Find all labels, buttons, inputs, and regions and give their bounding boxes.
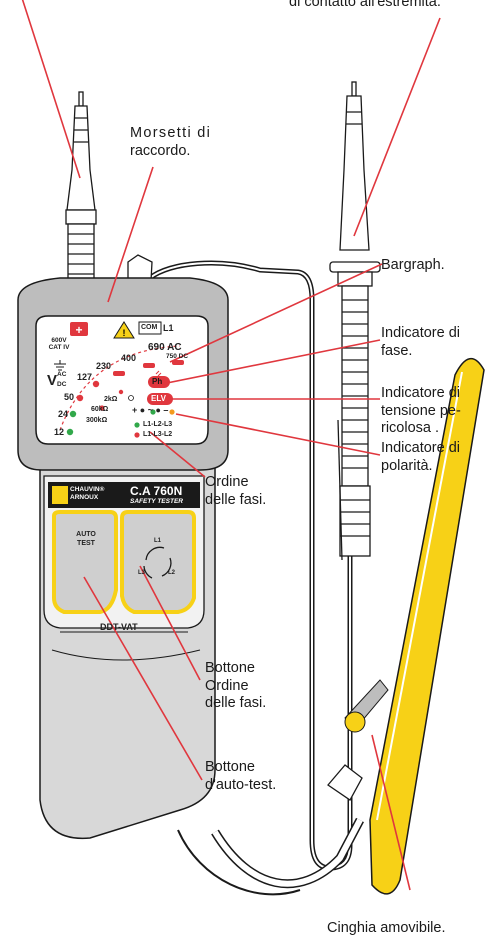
callout-bargraph-text: Bargraph. [381, 257, 496, 275]
led-127 [93, 381, 99, 387]
callout-ordine-line-2: delle fasi. [205, 492, 315, 510]
led-24 [70, 411, 76, 417]
phase-seq-1: L1-L2-L3 [143, 421, 172, 428]
cat-category: CAT IV [48, 344, 70, 351]
callout-bottone-auto-line-1: Bottone [205, 759, 315, 777]
svg-text:!: ! [123, 328, 126, 338]
callout-morsetti: Morsetti di raccordo. [130, 125, 270, 160]
callout-ordine-line-1: Ordine [205, 474, 315, 492]
callout-bottone-ordine: Bottone Ordine delle fasi. [205, 660, 315, 713]
ph-pill-label: Ph [152, 377, 162, 386]
phase-seq-2: L1-L3-L2 [143, 431, 172, 438]
scale-12: 12 [54, 427, 64, 437]
brand-line-1: CHAUVIN® [70, 486, 104, 494]
callout-polarita: Indicatore di polarità. [381, 440, 496, 475]
v-symbol: V [47, 372, 57, 389]
callout-tensione-line-2: tensione pe- [381, 403, 496, 421]
led-230 [113, 371, 125, 376]
l1-label: L1 [163, 323, 174, 333]
auto-test-label: AUTO TEST [66, 530, 106, 548]
callout-bottone-auto-line-2: d'auto-test. [205, 777, 315, 795]
scale-24: 24 [58, 409, 68, 419]
led-400 [143, 363, 155, 368]
phase-label-l1: L1 [154, 538, 161, 544]
ohm-2k: 2kΩ [104, 396, 117, 403]
ohm-300k: 300kΩ [86, 417, 107, 424]
callout-tensione: Indicatore di tensione pe- ricolosa . [381, 385, 496, 438]
callout-tensione-line-3: ricolosa . [381, 420, 496, 438]
wrist-strap [215, 820, 360, 884]
v-dc: DC [57, 381, 66, 388]
phase-label-l2: L2 [168, 570, 175, 576]
scale-400: 400 [121, 353, 136, 363]
brand-logo: CHAUVIN® ARNOUX [70, 486, 104, 502]
v-ac: AC [57, 371, 66, 378]
callout-morsetti-line-1: Morsetti di [130, 125, 270, 143]
callout-morsetti-line-2: raccordo. [130, 143, 270, 161]
callout-line-left-probe [22, 0, 80, 178]
callout-fase: Indicatore di fase. [381, 325, 496, 360]
phase-label-l3: L3 [138, 570, 145, 576]
callout-cinghia-text: Cinghia amovibile. [327, 920, 497, 938]
scale-127: 127 [77, 372, 92, 382]
phase-order-button[interactable] [122, 512, 194, 612]
callout-right-probe-text: di contatto all'estremità. [289, 0, 497, 12]
auto-test-line-2: TEST [66, 539, 106, 548]
callout-bargraph: Bargraph. [381, 257, 496, 275]
led-50 [77, 395, 83, 401]
callout-fase-line-2: fase. [381, 343, 496, 361]
auto-test-button[interactable] [54, 512, 116, 612]
callout-ordine: Ordine delle fasi. [205, 474, 315, 509]
com-label: COM [141, 324, 157, 331]
callout-bottone-auto: Bottone d'auto-test. [205, 759, 315, 794]
callout-right-probe-fragment: di contatto all'estremità. [289, 0, 497, 12]
ac-rating: 690 AC [148, 342, 182, 353]
scale-230: 230 [96, 361, 111, 371]
polarity-symbols: + ● ~ ● – [132, 405, 168, 415]
left-probe [66, 92, 96, 304]
callout-cinghia: Cinghia amovibile. [327, 920, 497, 938]
model-name: C.A 760N [130, 484, 182, 498]
dc-rating: 750 DC [166, 353, 188, 360]
ohm-60k: 60kΩ [91, 406, 108, 413]
model-subtitle: SAFETY TESTER [130, 498, 183, 505]
callout-line-right-probe [354, 18, 440, 236]
brand-line-2: ARNOUX [70, 494, 104, 502]
callout-bottone-ordine-line-1: Bottone [205, 660, 315, 678]
callout-bottone-ordine-line-2: Ordine [205, 678, 315, 696]
callout-tensione-line-1: Indicatore di [381, 385, 496, 403]
callout-fase-line-1: Indicatore di [381, 325, 496, 343]
led-12 [67, 429, 73, 435]
cat-rating: 600V CAT IV [48, 337, 70, 351]
cat-voltage: 600V [48, 337, 70, 344]
svg-text:+: + [75, 323, 82, 337]
scale-50: 50 [64, 392, 74, 402]
auto-test-line-1: AUTO [66, 530, 106, 539]
name-plate: DDT-VAT [100, 622, 138, 632]
callout-polarita-line-1: Indicatore di [381, 440, 496, 458]
right-probe [330, 82, 380, 560]
callout-polarita-line-2: polarità. [381, 458, 496, 476]
elv-pill-label: ELV [151, 394, 166, 403]
callout-bottone-ordine-line-3: delle fasi. [205, 695, 315, 713]
